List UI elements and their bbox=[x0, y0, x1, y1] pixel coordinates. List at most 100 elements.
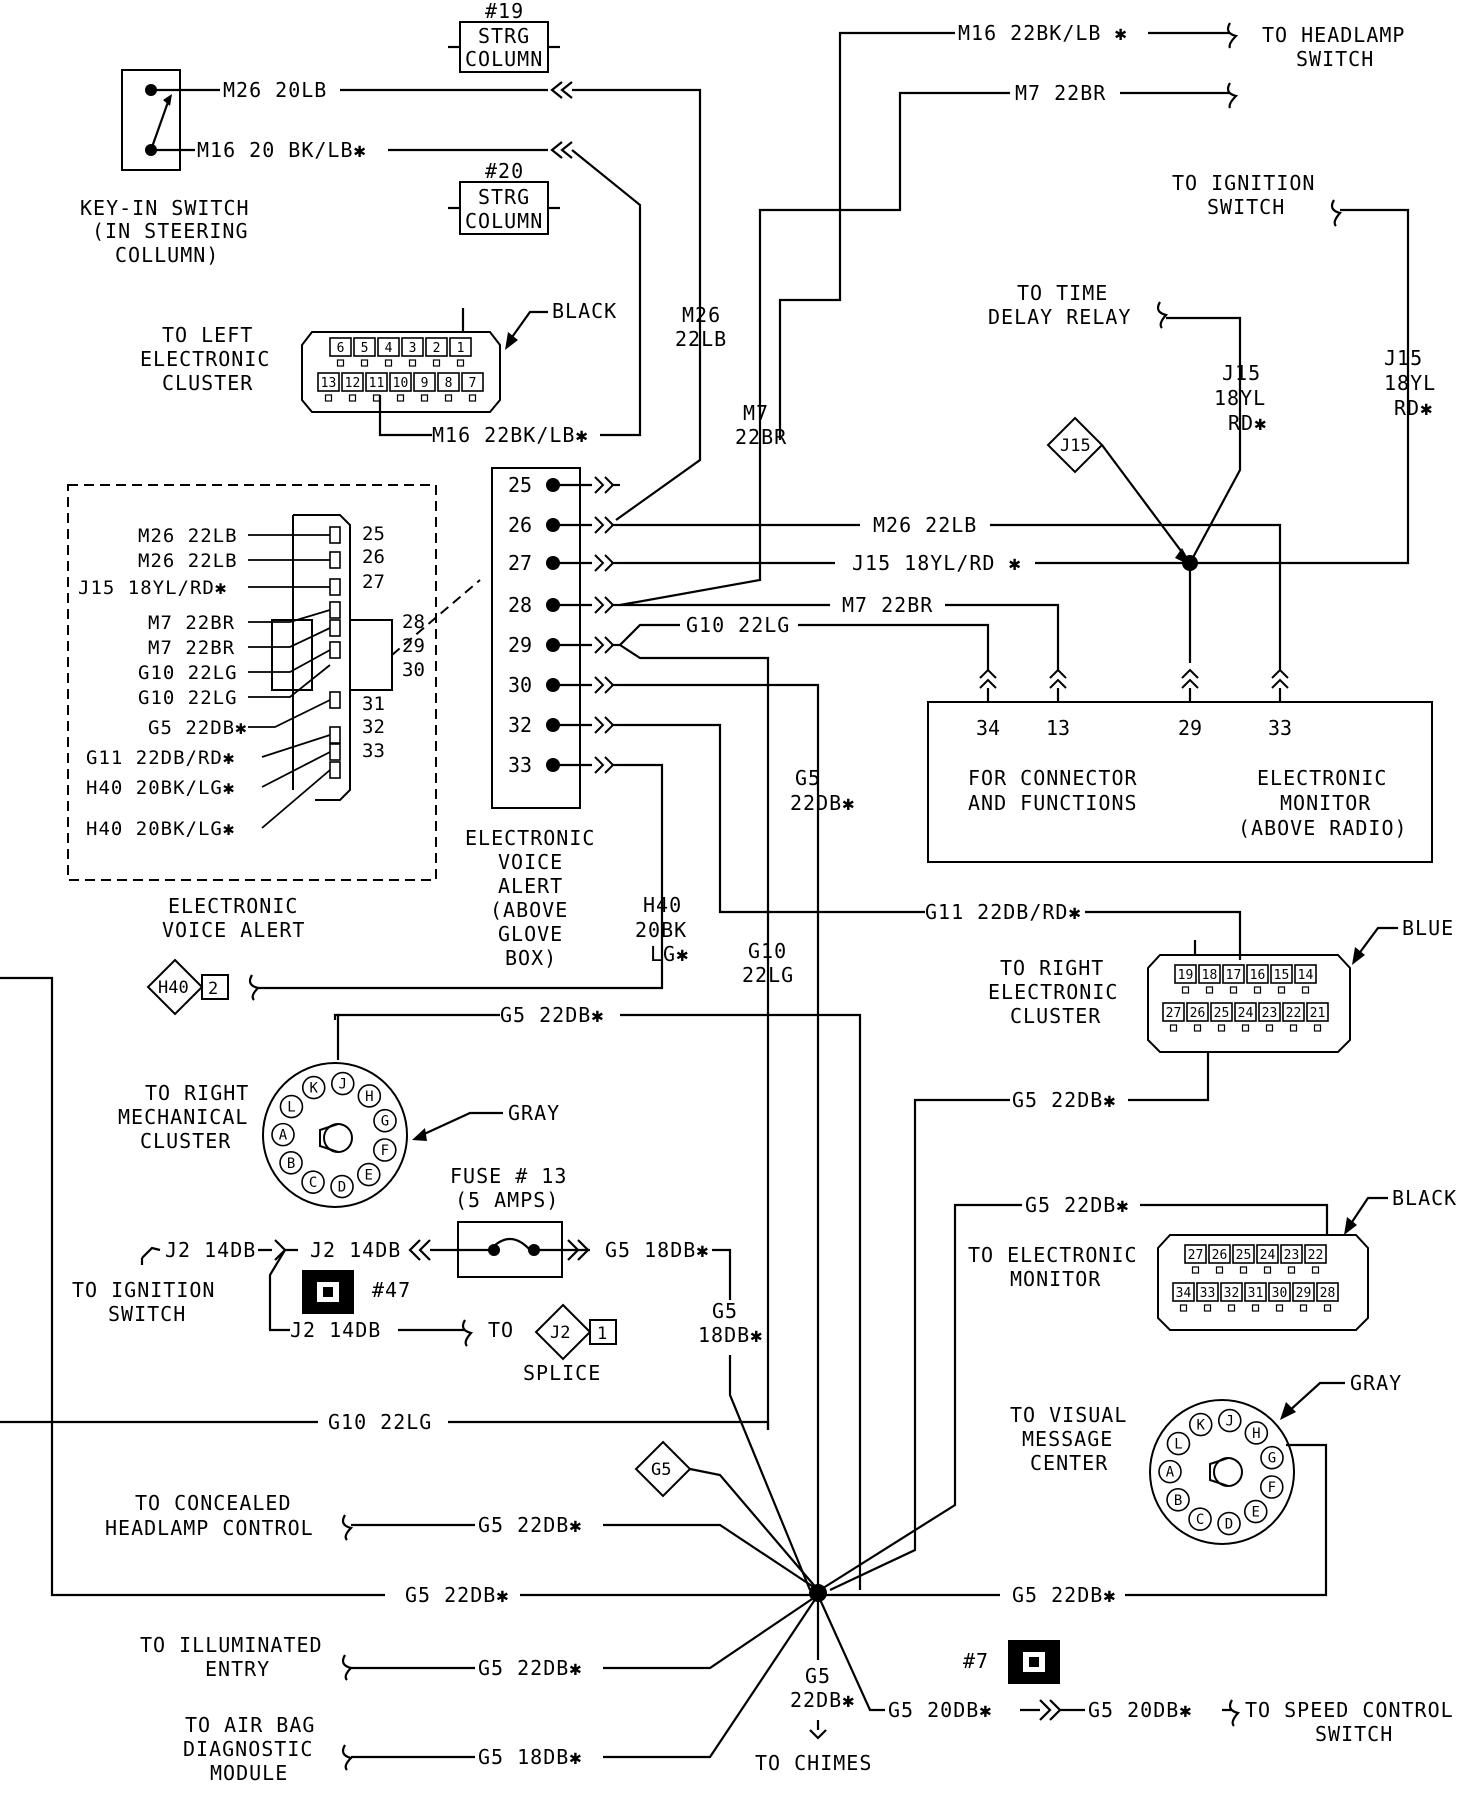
eva-wire-label: H40 20BK/LG✱ bbox=[86, 818, 235, 840]
eva-pin-arrow bbox=[594, 554, 615, 572]
pin-hole bbox=[1263, 1266, 1272, 1274]
round-pin-letter: J bbox=[1226, 1414, 1234, 1430]
wire-m16-20: M16 20 BK/LB✱ bbox=[197, 138, 367, 162]
pin-cell bbox=[461, 372, 484, 392]
round-pin-letter: G bbox=[381, 1114, 389, 1130]
pin-hole bbox=[1275, 1304, 1284, 1312]
pin-hole bbox=[1179, 1304, 1188, 1312]
round-pin-letter: B bbox=[287, 1156, 295, 1172]
pin-number: 5 bbox=[361, 341, 369, 356]
pin-cell bbox=[1268, 1282, 1291, 1302]
wire-g5-18db-h: G5 18DB✱ bbox=[605, 1238, 709, 1262]
emon-l1: TO ELECTRONIC bbox=[968, 1243, 1138, 1267]
pin-number: 31 bbox=[1248, 1286, 1264, 1301]
wire-j15r-v1: J15 bbox=[1384, 346, 1423, 370]
to-ie-1: TO ILLUMINATED bbox=[140, 1633, 323, 1657]
wire-j2c: J2 14DB bbox=[290, 1318, 381, 1342]
strg20-l1: STRG bbox=[478, 185, 530, 209]
pin-number: 7 bbox=[469, 376, 477, 391]
round-pin bbox=[1217, 1511, 1241, 1536]
pin-hole bbox=[1313, 1024, 1322, 1032]
wire-g5-ie: G5 22DB✱ bbox=[478, 1656, 582, 1680]
round-pin bbox=[279, 1150, 303, 1175]
eva-wire bbox=[261, 751, 331, 788]
to-ie-2: ENTRY bbox=[205, 1657, 270, 1681]
pin-hole bbox=[1203, 1304, 1212, 1312]
c7-label: #7 bbox=[963, 1649, 989, 1673]
wire-j15-v2: 18YL bbox=[1214, 386, 1266, 410]
round-pin bbox=[372, 1138, 397, 1162]
pin-cell bbox=[1196, 1282, 1219, 1302]
pin-hole bbox=[1301, 986, 1310, 994]
pin-hole bbox=[444, 394, 453, 402]
monitor-pin-arrow bbox=[1181, 668, 1199, 689]
eva-pin-arrow bbox=[594, 676, 615, 694]
pin-number: 3 bbox=[409, 341, 417, 356]
pin-cell bbox=[413, 372, 436, 392]
to-ign-l2: SWITCH bbox=[108, 1302, 186, 1326]
vmc-l3: CENTER bbox=[1030, 1451, 1108, 1475]
pin-number: 15 bbox=[1274, 968, 1290, 983]
eva-wire-label: G10 22LG bbox=[138, 687, 238, 709]
eva-terminal bbox=[329, 551, 341, 569]
monitor-pin-arrow bbox=[1049, 668, 1067, 689]
wire-g11: G11 22DB/RD✱ bbox=[925, 900, 1082, 924]
wire-m26-20lb: M26 20LB bbox=[223, 78, 327, 102]
eva-pin-arrow bbox=[594, 476, 615, 494]
monitor-c1: FOR CONNECTOR bbox=[968, 766, 1138, 790]
right-cluster-l1: TO RIGHT bbox=[1000, 956, 1104, 980]
eva-pin-number: 31 bbox=[362, 693, 385, 715]
pin-cell bbox=[1306, 1002, 1329, 1022]
wire-m26-v2: 22LB bbox=[675, 327, 727, 351]
keyin-l3: COLLUMN) bbox=[115, 243, 219, 267]
wire-g5-ch1: G5 bbox=[805, 1664, 831, 1688]
pin-hole bbox=[360, 359, 369, 367]
round-pin-letter: A bbox=[1166, 1465, 1175, 1481]
eva-pin-number: 30 bbox=[508, 673, 532, 697]
emon-l2: MONITOR bbox=[1010, 1267, 1101, 1291]
pin-number: 33 bbox=[1200, 1286, 1216, 1301]
round-pin-letter: K bbox=[1197, 1418, 1206, 1434]
eva-wire-label: M26 22LB bbox=[138, 550, 238, 572]
pin-cell bbox=[1280, 1244, 1303, 1264]
round-pin bbox=[1166, 1431, 1191, 1456]
eva-wire bbox=[248, 627, 331, 648]
eva-wire-label: M26 22LB bbox=[138, 525, 238, 547]
wire-g5-rc: G5 22DB✱ bbox=[1012, 1088, 1116, 1112]
round-pin bbox=[1244, 1421, 1269, 1445]
pin-hole bbox=[1289, 1024, 1298, 1032]
eva-pin-number: 29 bbox=[508, 633, 532, 657]
eva-pin-number: 27 bbox=[362, 571, 385, 593]
eva-pin-number: 26 bbox=[508, 513, 532, 537]
round-pin bbox=[1188, 1412, 1213, 1437]
pin-cell bbox=[1232, 1244, 1255, 1264]
pin-cell bbox=[1304, 1244, 1327, 1264]
vmc-l1: TO VISUAL bbox=[1010, 1403, 1127, 1427]
pin-cell bbox=[341, 372, 364, 392]
pin-number: 23 bbox=[1262, 1006, 1278, 1021]
eva-pin-arrow bbox=[594, 636, 615, 654]
pin-number: 27 bbox=[1188, 1248, 1204, 1263]
wire-g5-ab: G5 18DB✱ bbox=[478, 1745, 582, 1769]
eva-terminal bbox=[329, 761, 341, 779]
pin-hole bbox=[1169, 1024, 1178, 1032]
eva-wire bbox=[261, 769, 331, 829]
pin-hole bbox=[1311, 1266, 1320, 1274]
pin-number: 24 bbox=[1260, 1248, 1276, 1263]
pin-hole bbox=[384, 359, 393, 367]
left-cluster-l3: CLUSTER bbox=[162, 371, 253, 395]
j15-diamond-text: J15 bbox=[1060, 436, 1091, 456]
to-ab-1: TO AIR BAG bbox=[185, 1713, 315, 1737]
eva-terminal bbox=[329, 726, 341, 744]
pin-cell bbox=[1292, 1282, 1315, 1302]
eva-terminal bbox=[329, 619, 341, 637]
right-cluster-l2: ELECTRONIC bbox=[988, 980, 1118, 1004]
pin-cell bbox=[1198, 964, 1221, 984]
eva-pin-arrow bbox=[594, 516, 615, 534]
